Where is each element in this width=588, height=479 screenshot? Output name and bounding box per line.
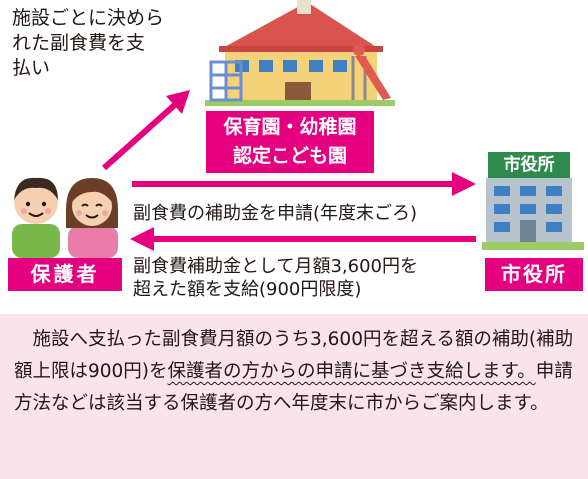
explanation-underlined: 保護者の方からの申請に基づき支給します。 — [167, 361, 536, 382]
cityhall-label: 市役所 — [485, 258, 583, 291]
parents-couple-icon — [12, 177, 118, 258]
arrow-right-text: 副食費の補助金を申請(年度末ごろ) — [133, 203, 418, 224]
arrow-to-school-line — [102, 99, 180, 171]
arrow-to-school-head — [166, 90, 190, 114]
school-label: 保育園・幼稚園 認定こども園 — [206, 111, 374, 173]
flow-arrows — [102, 90, 476, 251]
school-building-icon — [205, 0, 395, 106]
city-hall-body — [482, 178, 584, 250]
arrow-left-text-line-1: 副食費補助金として月額3,600円を — [133, 256, 418, 277]
arrow-to-cityhall-line — [132, 181, 454, 187]
explanation-part-1: 施設へ支払った副食費月額のうち3,600円を超える額の補助(補助額上限は900円… — [14, 329, 574, 382]
city-hall-sign: 市役所 — [488, 152, 570, 178]
note-line-2: れた副食費を支 — [12, 32, 146, 54]
explanation-panel — [0, 314, 588, 479]
arrow-left-text: 副食費補助金として月額3,600円を 超えた額を支給(900円限度) — [133, 255, 418, 301]
explanation-part-2: 申請方法などは該当する保護者の方へ年度末に市からご案内します。 — [14, 361, 573, 414]
arrow-to-parents-line — [154, 236, 476, 242]
school-payment-note: 施設ごとに決めら れた副食費を支 払い — [12, 6, 212, 81]
arrow-to-parents-head — [130, 227, 154, 251]
school-label-line-2: 認定こども園 — [232, 145, 347, 167]
arrow-to-cityhall-head — [452, 172, 476, 196]
explanation-text: 施設へ支払った副食費月額のうち3,600円を超える額の補助(補助額上限は900円… — [14, 324, 580, 420]
school-label-line-1: 保育園・幼稚園 — [223, 116, 357, 138]
arrow-left-text-line-2: 超えた額を支給(900円限度) — [133, 279, 362, 300]
city-hall-building-icon: 市役所 — [482, 152, 584, 250]
parents-label: 保護者 — [8, 258, 122, 291]
note-line-1: 施設ごとに決めら — [12, 7, 165, 29]
note-line-3: 払い — [12, 57, 51, 79]
